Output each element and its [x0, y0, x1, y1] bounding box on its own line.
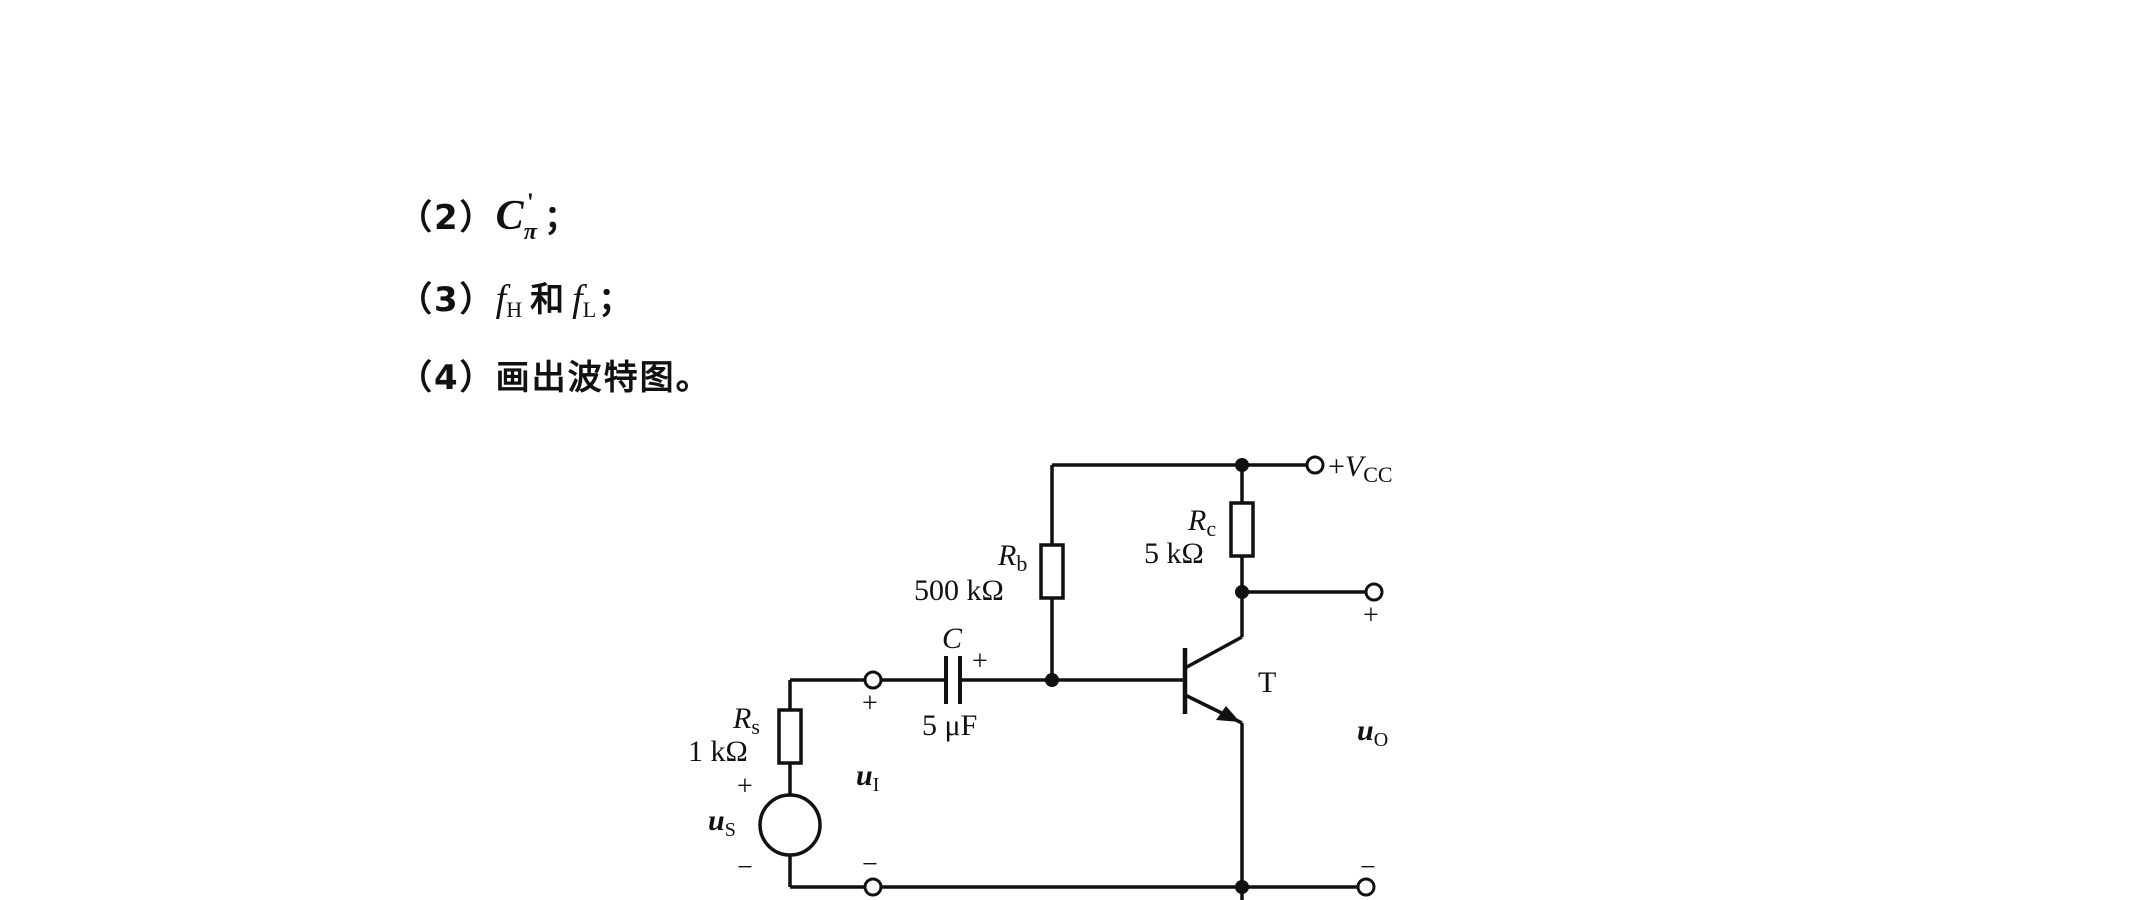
question-2: （2）Cπ'；	[398, 188, 581, 245]
source-minus-label: −	[737, 852, 753, 883]
ui-label: uI	[856, 759, 879, 796]
output-plus-label: +	[1363, 600, 1379, 631]
cap-value-label: 5 μF	[922, 709, 977, 742]
question-4: （4）画出波特图。	[398, 350, 712, 399]
rb-name-label: Rb	[997, 539, 1027, 576]
cap-polarity-label: +	[972, 646, 988, 677]
capacitor	[944, 656, 962, 704]
cap-name-label: C	[942, 622, 963, 655]
output-minus-label: −	[1360, 852, 1376, 883]
question-3-number: （3）	[398, 280, 496, 320]
question-4-text: 画出波特图。	[495, 358, 712, 398]
input-minus-label: −	[862, 849, 878, 880]
emitter-arrow-icon	[1216, 706, 1240, 722]
rb-resistor	[1039, 543, 1065, 600]
input-plus-label: +	[862, 688, 878, 719]
npn-transistor-icon	[1182, 635, 1243, 725]
question-2-number: （2）	[398, 198, 496, 238]
junction-dots	[1045, 458, 1249, 894]
voltage-source-icon	[758, 793, 822, 857]
question-4-number: （4）	[398, 358, 496, 398]
rs-name-label: Rs	[732, 702, 760, 739]
rc-resistor	[1229, 501, 1255, 558]
circuit-wires	[788, 463, 1367, 900]
question-2-tail: ；	[544, 198, 581, 238]
rs-resistor	[777, 708, 803, 765]
vcc-label: +VCC	[1328, 450, 1393, 487]
terminals	[863, 455, 1384, 897]
rb-value-label: 500 kΩ	[914, 574, 1004, 607]
source-plus-label: +	[737, 771, 753, 802]
rs-value-label: 1 kΩ	[688, 735, 748, 768]
c-pi-symbol: Cπ'	[495, 188, 537, 245]
us-label: uS	[708, 804, 736, 841]
uo-label: uO	[1357, 714, 1388, 751]
rc-name-label: Rc	[1187, 504, 1216, 541]
transistor-label: T	[1258, 666, 1276, 699]
rc-value-label: 5 kΩ	[1144, 537, 1204, 570]
